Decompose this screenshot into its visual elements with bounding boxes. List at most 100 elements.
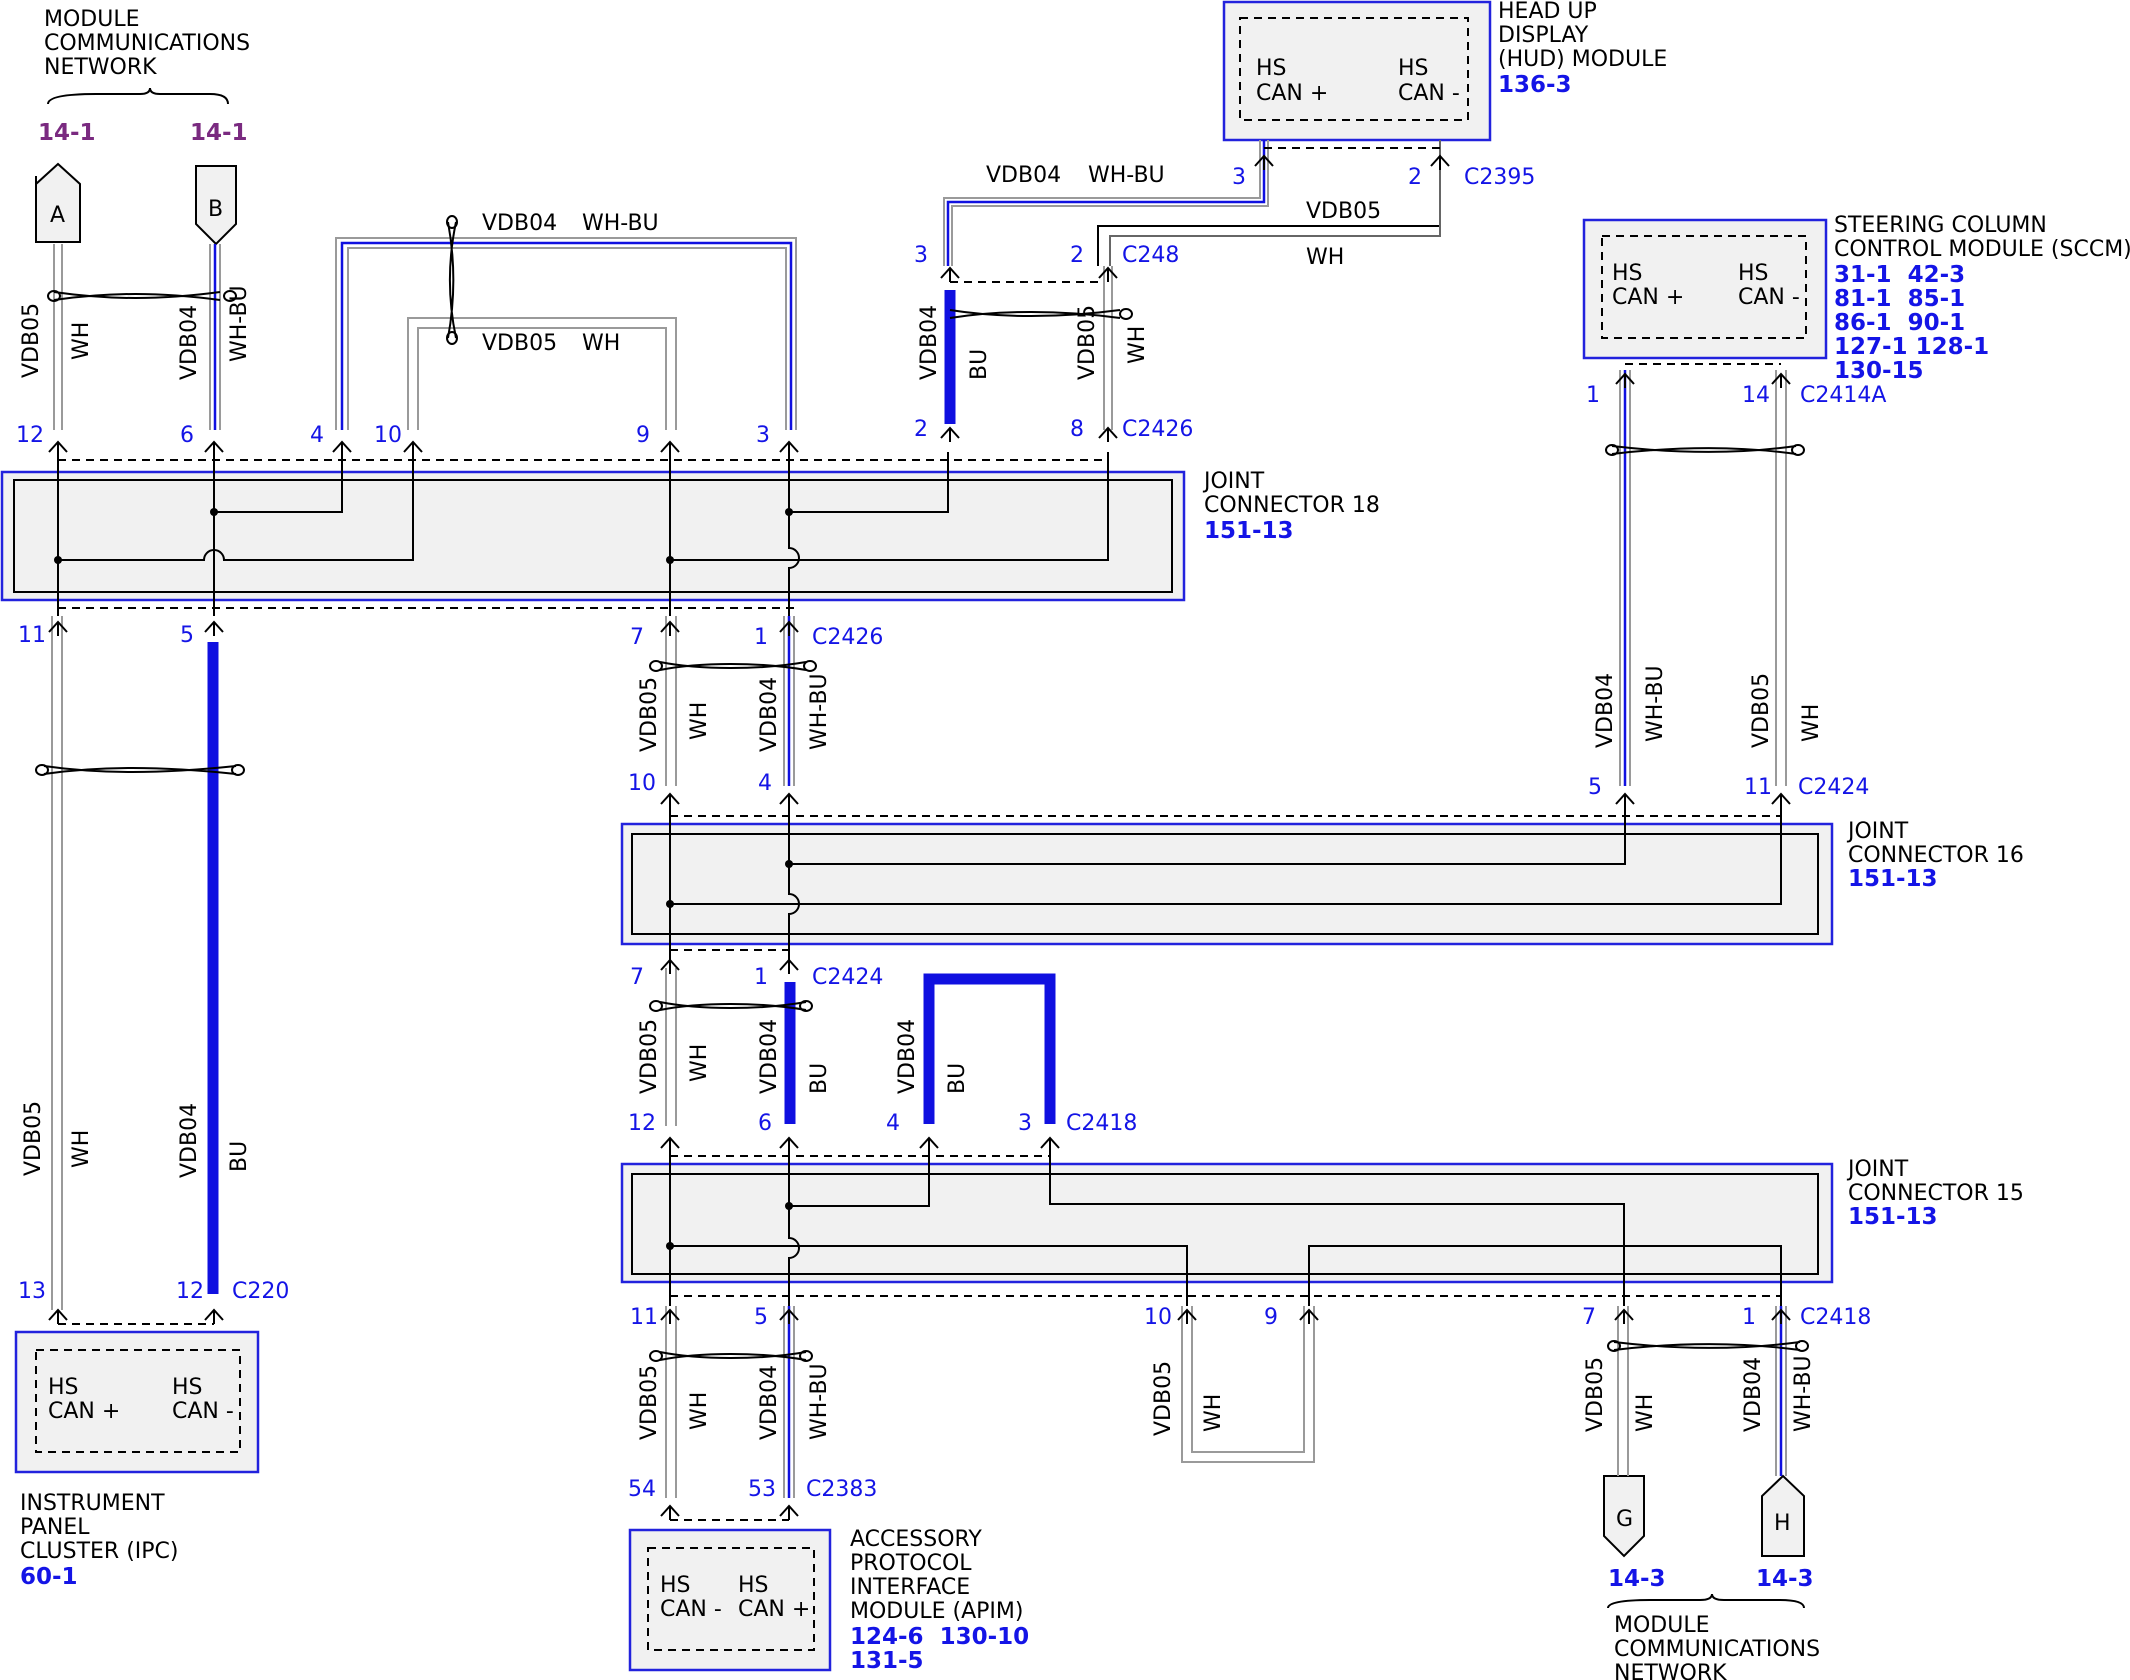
connector-h-label: H	[1774, 1511, 1791, 1536]
connector-b-label: B	[208, 197, 223, 222]
pin-sccm-14: 14	[1742, 383, 1770, 408]
pin-jc15-5: 5	[754, 1305, 768, 1330]
pin-arrow	[1615, 792, 1635, 808]
wire-label: VDB04	[1741, 1357, 1766, 1432]
connector-c2424-top[interactable]: C2424	[1798, 775, 1869, 800]
connector-c2383[interactable]: C2383	[806, 1477, 877, 1502]
pin-c2395-2: 2	[1408, 165, 1422, 190]
wire-label: WH	[687, 702, 712, 740]
connector-g-label: G	[1616, 1507, 1633, 1532]
hud-module[interactable]: HS CAN + HS CAN -	[1222, 0, 1492, 142]
pin-arrow	[204, 620, 224, 636]
connector-c248[interactable]: C248	[1122, 243, 1179, 268]
net-bottom-title-2: COMMUNICATIONS	[1614, 1637, 1820, 1662]
jc15-ref[interactable]: 151-13	[1848, 1204, 1938, 1230]
pin-arrow	[1771, 792, 1791, 808]
sccm-ref-4[interactable]: 127-1 128-1	[1834, 334, 1989, 360]
pin-arrow	[1771, 372, 1791, 388]
connector-c2395[interactable]: C2395	[1464, 165, 1535, 190]
sccm-ref-3[interactable]: 86-1 90-1	[1834, 310, 1965, 336]
net-top-ref-a[interactable]: 14-1	[38, 120, 96, 146]
pin-arrow	[1098, 426, 1118, 442]
pin-arrow	[1254, 154, 1274, 170]
jc16-ref[interactable]: 151-13	[1848, 866, 1938, 892]
connector-b[interactable]: B	[195, 165, 237, 246]
connector-dashes	[58, 147, 1781, 1521]
pin-arrow	[1614, 1308, 1634, 1324]
pin-arrow	[204, 440, 224, 456]
hud-ref[interactable]: 136-3	[1498, 72, 1572, 98]
pin-jc18-11: 11	[18, 623, 46, 648]
joint-connector-18[interactable]	[0, 470, 1186, 602]
hud-title-1: HEAD UP	[1498, 0, 1597, 24]
connector-a[interactable]: A	[35, 162, 81, 243]
wire-label: VDB04	[177, 1103, 202, 1178]
connector-g[interactable]: G	[1603, 1475, 1645, 1558]
connector-c2414a[interactable]: C2414A	[1800, 383, 1886, 408]
hud-pin-left-label-1: HS	[1256, 56, 1287, 81]
pin-arrow	[660, 1308, 680, 1324]
pin-jc15-9: 9	[1264, 1305, 1278, 1330]
apim-ref-2[interactable]: 131-5	[850, 1648, 924, 1674]
net-bottom-ref-h[interactable]: 14-3	[1756, 1566, 1814, 1592]
jc18-ref[interactable]: 151-13	[1204, 518, 1294, 544]
ipc-pin-right-label-1: HS	[172, 1375, 203, 1400]
wire-label: VDB04	[177, 305, 202, 380]
sccm-ref-1[interactable]: 31-1 42-3	[1834, 262, 1965, 288]
apim-module[interactable]: HS CAN - HS CAN +	[628, 1528, 832, 1672]
connector-ids: C2395 C248 C2426 C2414A C2424 C2424 C241…	[232, 165, 1886, 1502]
connector-c2418-bottom[interactable]: C2418	[1800, 1305, 1871, 1330]
apim-ref-1[interactable]: 124-6 130-10	[850, 1624, 1029, 1650]
wire-label: VDB05	[1075, 305, 1100, 380]
wire-label: BU	[227, 1141, 252, 1172]
wire-label: WH	[69, 322, 94, 360]
jc15-title-2: CONNECTOR 15	[1848, 1181, 2024, 1206]
pin-arrow	[940, 266, 960, 282]
wire-label: WH-BU	[807, 1363, 832, 1440]
wire-label: VDB05	[19, 303, 44, 378]
joint-connector-16[interactable]	[620, 822, 1834, 946]
ipc-title-3: CLUSTER (IPC)	[20, 1539, 179, 1564]
net-bottom-ref-g[interactable]: 14-3	[1608, 1566, 1666, 1592]
pin-arrow	[779, 1308, 799, 1324]
pin-arrow	[332, 440, 352, 456]
pin-c2395-3: 3	[1232, 165, 1246, 190]
jc15-title-1: JOINT	[1846, 1157, 1909, 1182]
apim-pin-right-label-1: HS	[738, 1573, 769, 1598]
pin-c248-2: 2	[1070, 243, 1084, 268]
connector-c2426-top[interactable]: C2426	[1122, 417, 1193, 442]
jc16-title-1: JOINT	[1846, 819, 1909, 844]
net-top-ref-b[interactable]: 14-1	[190, 120, 248, 146]
pin-arrow	[48, 1308, 68, 1324]
wire-label: WH	[687, 1392, 712, 1430]
connector-h[interactable]: H	[1761, 1474, 1805, 1557]
hud-title-3: (HUD) MODULE	[1498, 47, 1667, 72]
wire-label: WH	[1125, 326, 1150, 364]
net-top-title-1: MODULE	[44, 7, 140, 32]
pin-jc15-1: 1	[1742, 1305, 1756, 1330]
connector-c2418-top[interactable]: C2418	[1066, 1111, 1137, 1136]
pin-arrow	[779, 792, 799, 808]
pin-jc18-1: 1	[754, 625, 768, 650]
ipc-ref[interactable]: 60-1	[20, 1564, 78, 1590]
sccm-pin-left-label-2: CAN +	[1612, 285, 1684, 310]
pin-apim-53: 53	[748, 1477, 776, 1502]
sccm-pin-right-label-1: HS	[1738, 261, 1769, 286]
joint-connector-15[interactable]	[620, 1162, 1834, 1284]
connector-c220[interactable]: C220	[232, 1279, 289, 1304]
jc16-title-2: CONNECTOR 16	[1848, 843, 2024, 868]
sccm-ref-5[interactable]: 130-15	[1834, 358, 1924, 384]
ipc-module[interactable]: HS CAN + HS CAN -	[14, 1330, 260, 1474]
sccm-module[interactable]: HS CAN + HS CAN -	[1582, 218, 1828, 360]
connector-c2426-bottom[interactable]: C2426	[812, 625, 883, 650]
pin-arrow	[660, 1136, 680, 1152]
connector-c2424-bottom[interactable]: C2424	[812, 965, 883, 990]
pin-arrow	[204, 1308, 224, 1324]
color-label: WH-BU	[582, 211, 659, 236]
sccm-pin-left-label-1: HS	[1612, 261, 1643, 286]
sccm-ref-2[interactable]: 81-1 85-1	[1834, 286, 1965, 312]
pin-arrow	[779, 958, 799, 974]
net-bottom-title-1: MODULE	[1614, 1613, 1710, 1638]
wire-label: WH-BU	[1643, 665, 1668, 742]
